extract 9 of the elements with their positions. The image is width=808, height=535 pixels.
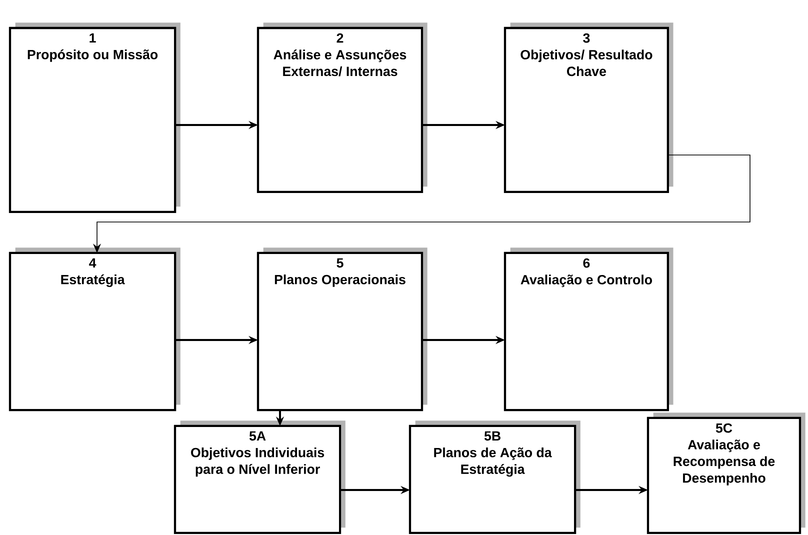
process-box: 5B Planos de Ação da Estratégia [408, 420, 580, 534]
process-box: 2 Análise e Assunções Externas/ Internas [256, 22, 428, 194]
process-box: 5 Planos Operacionais [256, 248, 428, 412]
process-box: 5A Objetivos Individuais para o Nível Inferior [174, 420, 346, 534]
process-box: 5C Avaliação e Recompensa de Desempenho [646, 412, 806, 534]
process-box: 6 Avaliação e Controlo [504, 248, 674, 412]
process-box: 1 Propósito ou Missão [8, 22, 180, 214]
process-box: 4 Estratégia [8, 248, 180, 412]
process-box: 3 Objetivos/ Resultado Chave [504, 22, 674, 194]
